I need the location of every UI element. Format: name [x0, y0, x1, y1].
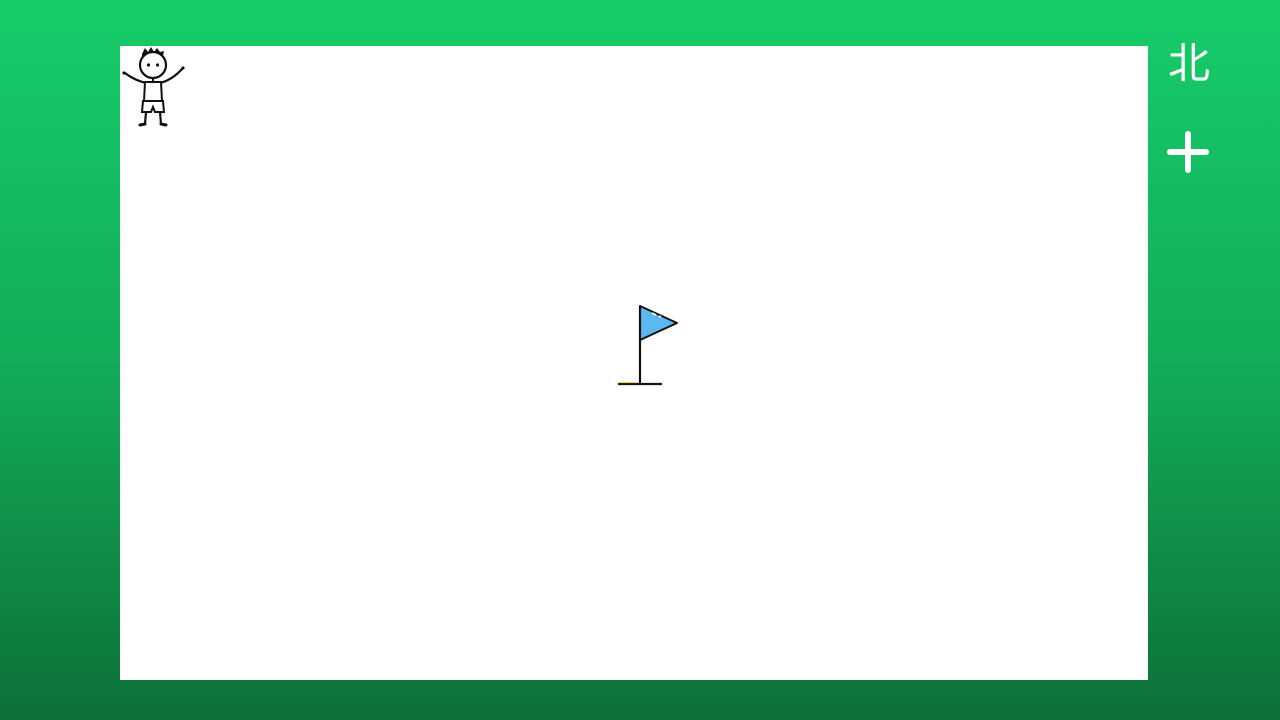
game-board[interactable]	[120, 46, 1148, 680]
goal-flag-icon	[618, 305, 678, 386]
north-direction-label: 北	[1167, 39, 1210, 88]
zoom-in-button[interactable]	[1166, 130, 1210, 174]
plus-icon	[1167, 131, 1209, 173]
player-character	[122, 47, 185, 127]
